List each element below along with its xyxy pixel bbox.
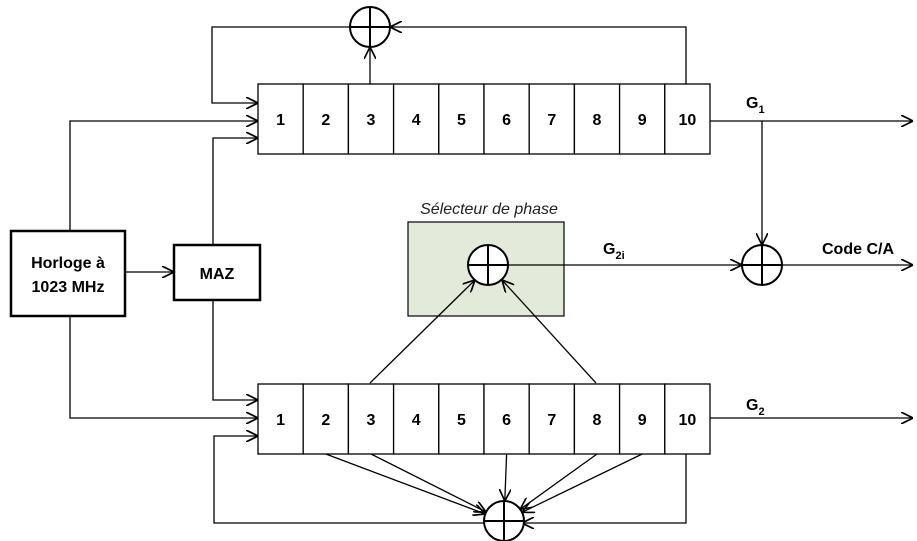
g1-cell-label-10: 10 — [679, 112, 697, 129]
g2-cell-label-3: 3 — [367, 412, 376, 429]
g1-cell-label-8: 8 — [593, 112, 602, 129]
g1-cell-1 — [257, 83, 304, 155]
g2-cell9-feedback-tap-wire — [522, 453, 643, 512]
maz-to-g2-wire — [212, 300, 258, 400]
g1-cell-2 — [302, 83, 350, 155]
g2-cell3-feedback-tap-wire — [370, 453, 486, 512]
g2-cell-label-2: 2 — [321, 412, 330, 429]
g2-feedback-return-wire — [213, 436, 484, 524]
g2-cell-label-4: 4 — [412, 412, 421, 429]
g1-label: G1 — [746, 95, 765, 116]
maz-to-g1-wire — [212, 138, 258, 245]
g1-cell-label-6: 6 — [502, 112, 511, 129]
g1-cell-7 — [528, 83, 576, 155]
g2-cell-label-7: 7 — [547, 412, 556, 429]
g2-cell8-tap-wire — [502, 280, 597, 384]
g2-cell-label-8: 8 — [593, 412, 602, 429]
g2-cell3-tap-wire — [369, 280, 475, 384]
g1-cell-label-1: 1 — [276, 112, 285, 129]
g2-feedback-xor-cross — [484, 501, 524, 541]
g2-cell-label-9: 9 — [638, 412, 647, 429]
g1-cell-label-7: 7 — [547, 112, 556, 129]
g1-cell-10 — [664, 83, 711, 155]
g2-cell2-feedback-tap-wire — [325, 453, 486, 514]
g1-cell-8 — [573, 83, 621, 155]
g1-shift-register: 1 2 3 4 5 6 7 8 9 10 — [257, 83, 711, 155]
g2-feedback-taps — [325, 453, 643, 514]
g2-cell-6 — [483, 383, 530, 455]
g2-cell-label-1: 1 — [276, 412, 285, 429]
phase-selector-xor-cross — [468, 245, 508, 285]
clock-label-line2: 1023 MHz — [32, 279, 105, 296]
g2-cell-7 — [528, 383, 576, 455]
clock-to-g2-wire — [69, 316, 258, 418]
g1-cell-label-2: 2 — [321, 112, 330, 129]
g1-cell-4 — [392, 83, 440, 155]
reset-label: MAZ — [200, 266, 235, 283]
g1-feedback-xor-cross — [350, 7, 390, 47]
g2i-label: G2i — [603, 241, 625, 262]
g1-cell-9 — [618, 83, 666, 155]
g1-cell-6 — [483, 83, 530, 155]
g2-cell10-feedback-wire — [522, 454, 687, 523]
output-xor-cross — [742, 245, 782, 285]
g2-cell-1 — [257, 383, 304, 455]
g2-cell6-feedback-tap-wire — [505, 453, 507, 501]
g1-cell10-feedback-wire — [390, 27, 687, 84]
g1-cell-label-3: 3 — [367, 112, 376, 129]
g2-cell-5 — [438, 383, 485, 455]
g2-label: G2 — [746, 397, 765, 418]
g2-cell-8 — [573, 383, 621, 455]
g1-cell-5 — [438, 83, 485, 155]
g2-cell-9 — [618, 383, 666, 455]
g2-cell-label-6: 6 — [502, 412, 511, 429]
clock-label-line1: Horloge à — [31, 255, 105, 272]
g1-cell-label-4: 4 — [412, 112, 421, 129]
g1-cell-label-5: 5 — [457, 112, 466, 129]
g1-feedback-return-wire — [211, 26, 350, 103]
g2-cell-10 — [664, 383, 711, 455]
g1-cell-label-9: 9 — [638, 112, 647, 129]
clock-block — [9, 229, 127, 318]
reset-block — [172, 243, 262, 302]
ca-code-label: Code C/A — [822, 241, 894, 258]
g2-cell-label-10: 10 — [679, 412, 697, 429]
g2-cell-3 — [347, 383, 395, 455]
phase-selector-title: Sélecteur de phase — [420, 201, 558, 218]
g2-shift-register: 1 2 3 4 5 6 7 8 9 10 — [257, 383, 711, 455]
g2-cell-label-5: 5 — [457, 412, 466, 429]
g2-cell8-feedback-tap-wire — [520, 453, 598, 509]
clock-to-g1-wire — [69, 121, 258, 231]
